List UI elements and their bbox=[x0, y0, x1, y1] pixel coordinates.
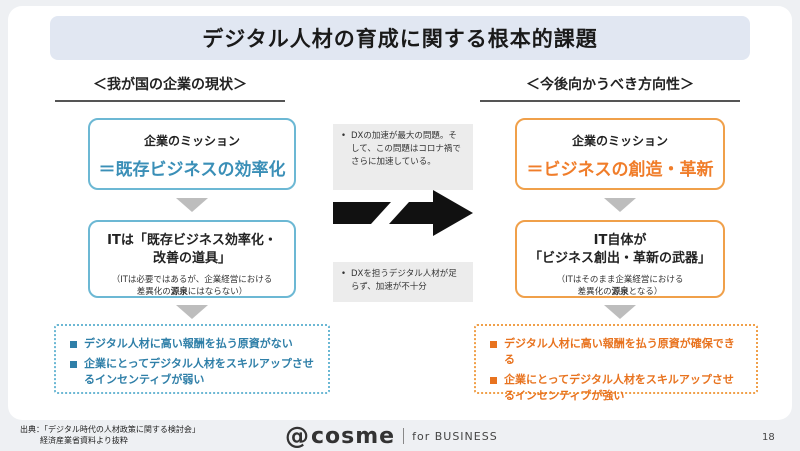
middle-note-top-text: DXの加速が最大の問題。そして、この問題はコロナ禍でさらに加速している。 bbox=[351, 131, 461, 167]
right-it-title: IT自体が 「ビジネス創出・革新の武器」 bbox=[517, 232, 723, 268]
right-bullet-item: 企業にとってデジタル人材をスキルアップさせるインセンティブが強い bbox=[490, 372, 744, 404]
logo-subtext: for BUSINESS bbox=[412, 429, 498, 443]
right-mission-box: 企業のミッション ＝ビジネスの創造・革新 bbox=[515, 118, 725, 190]
right-column-heading: ＜今後向かうべき方向性＞ bbox=[480, 74, 740, 102]
page-number: 18 bbox=[762, 432, 775, 443]
left-down-triangle-1 bbox=[176, 198, 208, 212]
left-mission-main: ＝既存ビジネスの効率化 bbox=[98, 160, 286, 180]
left-it-line2: 改善の道具」 bbox=[152, 251, 231, 266]
left-it-note-2b: 源泉 bbox=[170, 287, 188, 297]
right-bullet-text: デジタル人材に高い報酬を払う原資が確保できる bbox=[504, 337, 735, 366]
middle-note-bottom: •DXを担うデジタル人材が足らず、加速が不十分 bbox=[333, 262, 473, 302]
source-citation: 出典：「デジタル時代の人材政策に関する検討会」 経済産業省資料より抜粋 bbox=[20, 424, 200, 446]
left-bullet-text: デジタル人材に高い報酬を払う原資がない bbox=[84, 337, 293, 350]
left-mission-head: 企業のミッション bbox=[143, 134, 240, 148]
left-it-box: ITは「既存ビジネス効率化・ 改善の道具」 （ITは必要ではあるが、企業経営にお… bbox=[88, 220, 296, 298]
middle-note-top: •DXの加速が最大の問題。そして、この問題はコロナ禍でさらに加速している。 bbox=[333, 124, 473, 190]
right-it-line2: 「ビジネス創出・革新の武器」 bbox=[528, 251, 711, 266]
square-bullet-icon bbox=[490, 341, 497, 348]
left-it-note-2a: 差異化の bbox=[136, 287, 171, 297]
square-bullet-icon bbox=[70, 341, 77, 348]
source-line2: 経済産業省資料より抜粋 bbox=[40, 436, 128, 445]
right-it-note: （ITはそのまま企業経営における 差異化の源泉となる） bbox=[517, 274, 723, 298]
right-it-note-2b: 源泉 bbox=[611, 287, 629, 297]
left-it-note-2c: にはならない） bbox=[187, 287, 248, 297]
left-it-line1: ITは「既存ビジネス効率化・ bbox=[107, 233, 277, 248]
square-bullet-icon bbox=[490, 377, 497, 384]
logo-at-icon: @ bbox=[285, 422, 309, 450]
cosme-business-logo: @ cosme for BUSINESS bbox=[285, 422, 498, 450]
left-bullet-text: 企業にとってデジタル人材をスキルアップさせるインセンティブが弱い bbox=[84, 357, 314, 386]
slide-title: デジタル人材の育成に関する根本的課題 bbox=[50, 16, 750, 60]
right-it-note-line1: （ITはそのまま企業経営における bbox=[556, 275, 684, 285]
square-bullet-icon bbox=[70, 361, 77, 368]
source-line1: 出典：「デジタル時代の人材政策に関する検討会」 bbox=[20, 425, 200, 434]
left-down-triangle-2 bbox=[176, 305, 208, 319]
right-arrow-icon bbox=[333, 190, 473, 236]
right-bullet-text: 企業にとってデジタル人材をスキルアップさせるインセンティブが強い bbox=[504, 373, 734, 402]
left-column-heading: ＜我が国の企業の現状＞ bbox=[55, 74, 285, 102]
left-it-title: ITは「既存ビジネス効率化・ 改善の道具」 bbox=[90, 232, 294, 268]
right-it-box: IT自体が 「ビジネス創出・革新の武器」 （ITはそのまま企業経営における 差異… bbox=[515, 220, 725, 298]
left-bullet-item: デジタル人材に高い報酬を払う原資がない bbox=[70, 336, 316, 352]
logo-wordmark: cosme bbox=[311, 423, 396, 449]
right-mission-head: 企業のミッション bbox=[571, 134, 668, 148]
left-bullet-item: 企業にとってデジタル人材をスキルアップさせるインセンティブが弱い bbox=[70, 356, 316, 388]
left-mission-box: 企業のミッション ＝既存ビジネスの効率化 bbox=[88, 118, 296, 190]
right-bullet-box: デジタル人材に高い報酬を払う原資が確保できる 企業にとってデジタル人材をスキルア… bbox=[474, 324, 758, 402]
right-mission-main: ＝ビジネスの創造・革新 bbox=[526, 160, 714, 180]
right-down-triangle-1 bbox=[604, 198, 636, 212]
right-it-note-2a: 差異化の bbox=[577, 287, 612, 297]
logo-divider bbox=[403, 428, 405, 444]
left-it-note: （ITは必要ではあるが、企業経営における 差異化の源泉にはならない） bbox=[90, 274, 294, 298]
left-bullet-box: デジタル人材に高い報酬を払う原資がない 企業にとってデジタル人材をスキルアップさ… bbox=[54, 324, 330, 394]
right-bullet-item: デジタル人材に高い報酬を払う原資が確保できる bbox=[490, 336, 744, 368]
right-it-line1: IT自体が bbox=[593, 233, 647, 248]
right-down-triangle-2 bbox=[604, 305, 636, 319]
right-it-note-2c: となる） bbox=[628, 287, 663, 297]
middle-note-bottom-text: DXを担うデジタル人材が足らず、加速が不十分 bbox=[351, 269, 457, 292]
left-it-note-line1: （ITは必要ではあるが、企業経営における bbox=[111, 275, 273, 285]
